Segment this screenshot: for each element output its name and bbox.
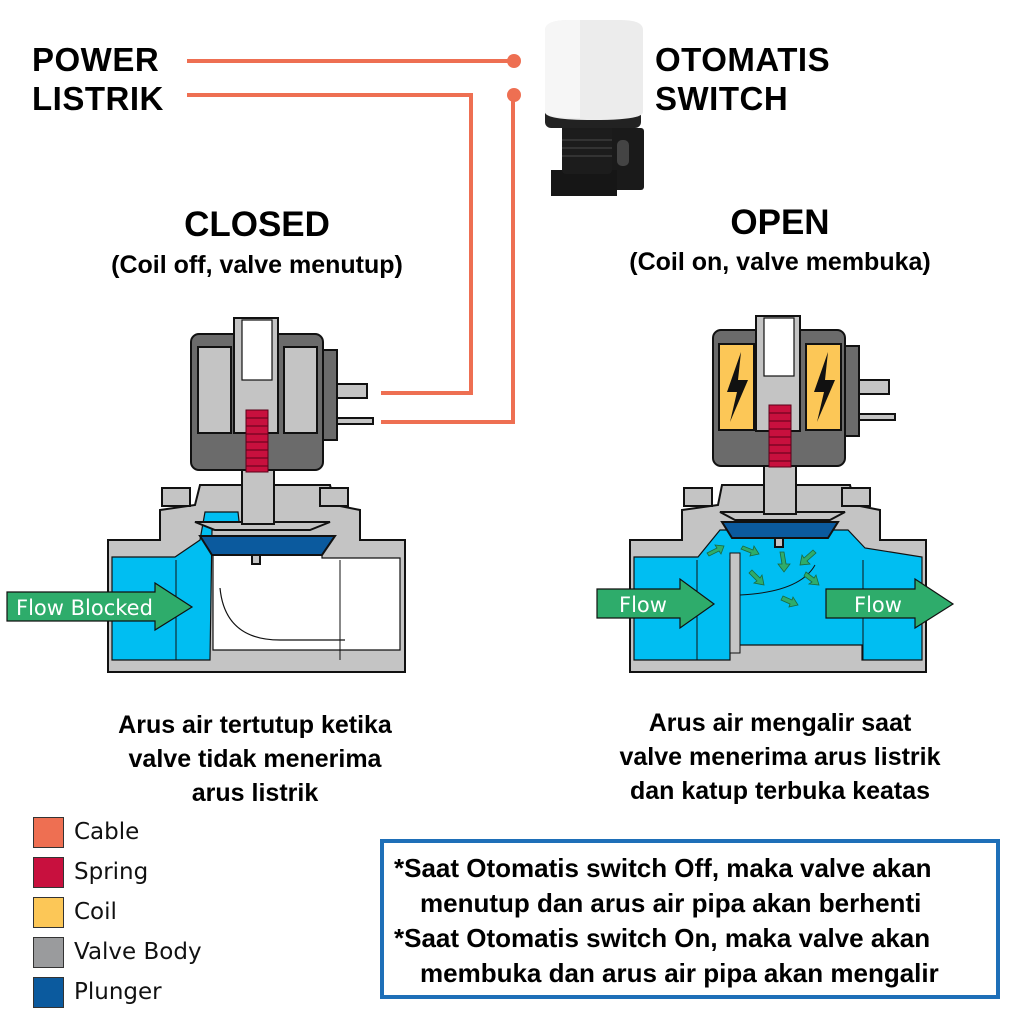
- cable-wires: [187, 59, 515, 424]
- cable-switch: [381, 95, 515, 424]
- note-line: membuka dan arus air pipa akan mengalir: [420, 958, 939, 988]
- lightning-bolt-icon: [727, 352, 748, 422]
- cable-power-bottom: [187, 93, 473, 395]
- open-valve-illustration: [629, 315, 927, 673]
- legend-item-valve-body: Valve Body: [33, 932, 202, 972]
- closed-subtitle: (Coil off, valve menutup): [111, 251, 403, 279]
- legend-item-plunger: Plunger: [33, 972, 202, 1012]
- flow-in-arrow: [596, 577, 716, 630]
- flow-in-label: Flow: [619, 593, 667, 617]
- flow-out-label: Flow: [854, 593, 902, 617]
- internal-flow-arrows: [706, 544, 820, 608]
- open-title: OPEN: [730, 203, 830, 242]
- note-line: *Saat Otomatis switch On, maka valve aka…: [394, 923, 931, 953]
- legend-item-spring: Spring: [33, 852, 202, 892]
- legend-item-coil: Coil: [33, 892, 202, 932]
- cable-terminal-dot: [507, 54, 521, 68]
- legend-swatch: [33, 816, 64, 848]
- flow-out-arrow: [825, 577, 955, 630]
- closed-description: Arus air tertutup ketika valve tidak men…: [118, 711, 392, 807]
- legend-swatch: [33, 896, 64, 928]
- automatic-switch-device: [545, 20, 644, 196]
- color-legend: Cable Spring Coil Valve Body Plunger: [33, 812, 202, 1012]
- open-description: Arus air mengalir saat valve menerima ar…: [619, 709, 941, 805]
- legend-swatch: [33, 856, 64, 888]
- lightning-bolt-icon: [814, 352, 835, 422]
- note-box: *Saat Otomatis switch Off, maka valve ak…: [380, 839, 1000, 999]
- cable-terminal-dot: [507, 88, 521, 102]
- note-line: menutup dan arus air pipa akan berhenti: [420, 888, 922, 918]
- flow-blocked-arrow: [6, 581, 194, 632]
- note-line: *Saat Otomatis switch Off, maka valve ak…: [394, 853, 932, 883]
- automatic-switch-label: OTOMATIS SWITCH: [655, 41, 831, 117]
- power-source-label: POWER LISTRIK: [32, 41, 164, 117]
- closed-valve-illustration: [107, 317, 406, 673]
- legend-swatch: [33, 936, 64, 968]
- legend-swatch: [33, 976, 64, 1008]
- legend-item-cable: Cable: [33, 812, 202, 852]
- flow-blocked-label: Flow Blocked: [16, 596, 153, 620]
- open-subtitle: (Coil on, valve membuka): [629, 248, 931, 276]
- closed-title: CLOSED: [184, 205, 330, 244]
